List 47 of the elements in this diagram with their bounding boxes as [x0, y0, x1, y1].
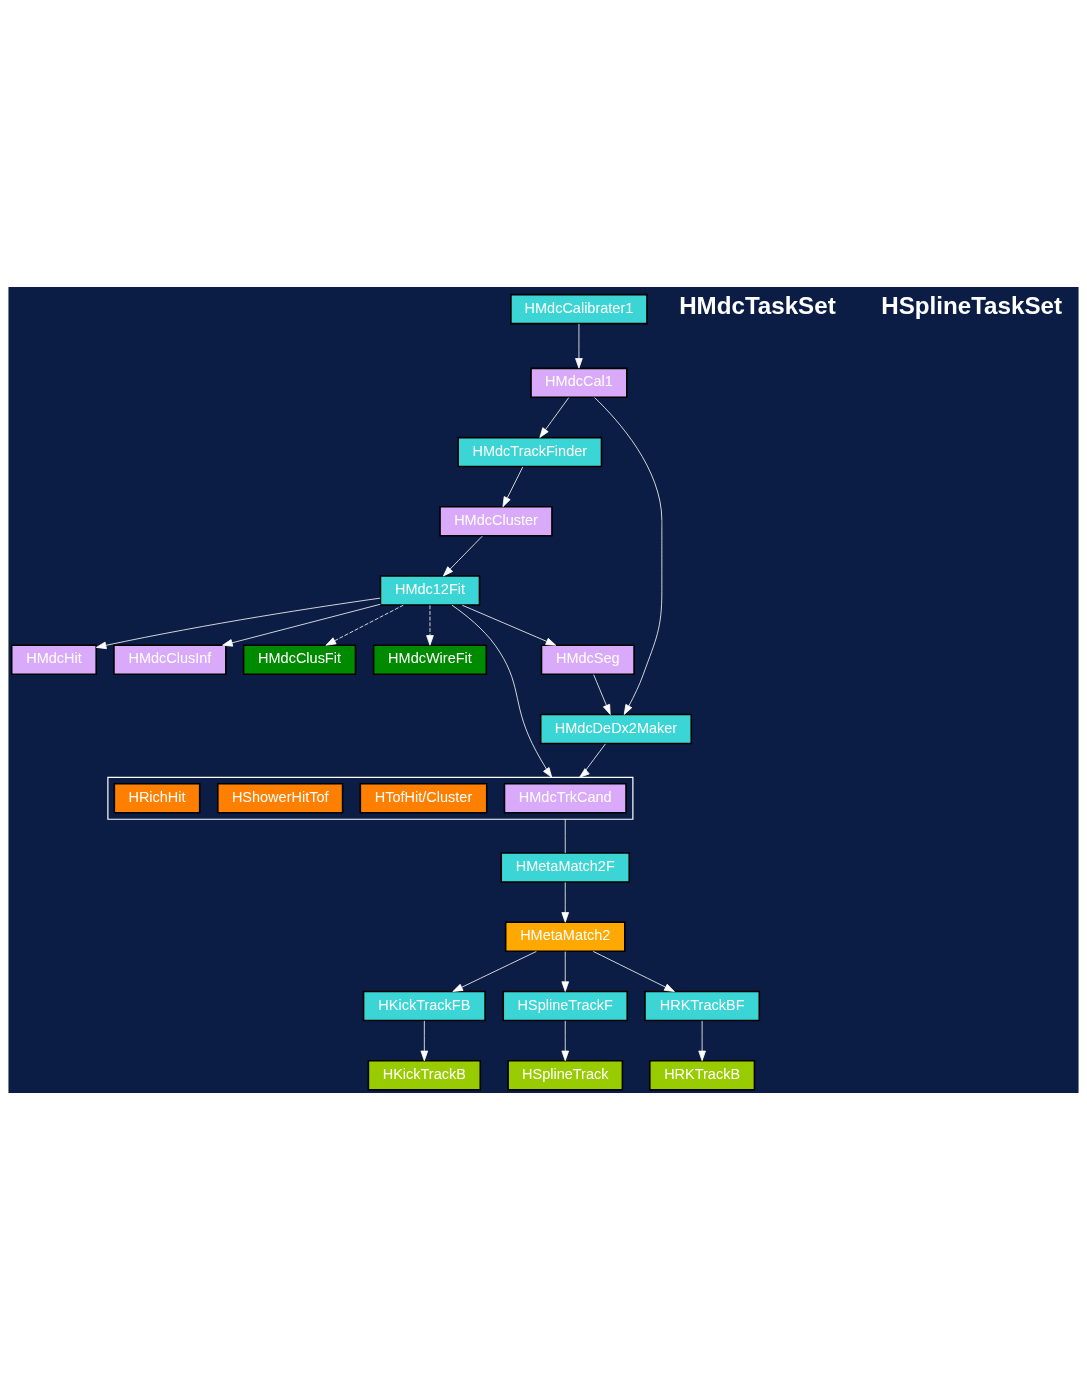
arrow: [698, 1019, 706, 1061]
cluster: [107, 776, 634, 820]
node-box: HMdcSeg: [540, 644, 635, 675]
arrow: [592, 950, 675, 992]
node-box: HSplineTrackF: [502, 990, 629, 1021]
arrow: [451, 604, 553, 778]
arrow: [222, 603, 381, 647]
arrow: [579, 742, 606, 778]
node-box: HMdcClusInf: [113, 644, 227, 675]
node-box: HTofHit/Cluster: [359, 782, 488, 814]
node-box: HMdcCluster: [439, 505, 553, 537]
node-box: HMdcTrkCand: [503, 782, 627, 814]
node-box: HMdc12Fit: [379, 574, 481, 606]
node-box: HRichHit: [113, 782, 201, 814]
label: HSplineTaskSet: [881, 291, 1062, 319]
arrow: [593, 673, 611, 715]
node-box: HMdcCal1: [530, 367, 628, 398]
node-box: HMdcClusFit: [242, 644, 357, 675]
arrow: [420, 1019, 429, 1061]
arrow: [95, 597, 381, 649]
arrow: [325, 604, 404, 646]
node-box: HKickTrackFB: [362, 990, 486, 1021]
arrow: [452, 950, 537, 992]
node-box: HRKTrackBF: [644, 990, 761, 1021]
arrow: [594, 396, 663, 715]
arrow: [539, 396, 570, 438]
node-box: HMetaMatch2: [504, 921, 626, 952]
node-box: HKickTrackB: [367, 1059, 482, 1091]
node-box: HRKTrackB: [649, 1059, 756, 1091]
node-box: HSplineTrack: [507, 1059, 624, 1091]
arrow: [426, 604, 434, 646]
node-box: HMetaMatch2F: [500, 851, 631, 883]
node-box: HMdcCalibrater1: [510, 293, 648, 324]
arrow: [461, 604, 557, 646]
connector: [564, 818, 566, 853]
arrow: [561, 881, 570, 923]
label: HMdcTaskSet: [679, 291, 836, 319]
node-box: HMdcTrackFinder: [457, 436, 603, 467]
node-box: HMdcHit: [10, 644, 97, 675]
arrow: [561, 950, 570, 992]
node-box: HShowerHitTof: [217, 782, 344, 814]
node-box: HMdcWireFit: [372, 644, 488, 675]
arrow: [443, 535, 483, 576]
arrow: [561, 1019, 570, 1061]
arrow: [502, 465, 524, 507]
arrow: [575, 322, 583, 369]
node-box: HMdcDeDx2Maker: [539, 713, 693, 744]
